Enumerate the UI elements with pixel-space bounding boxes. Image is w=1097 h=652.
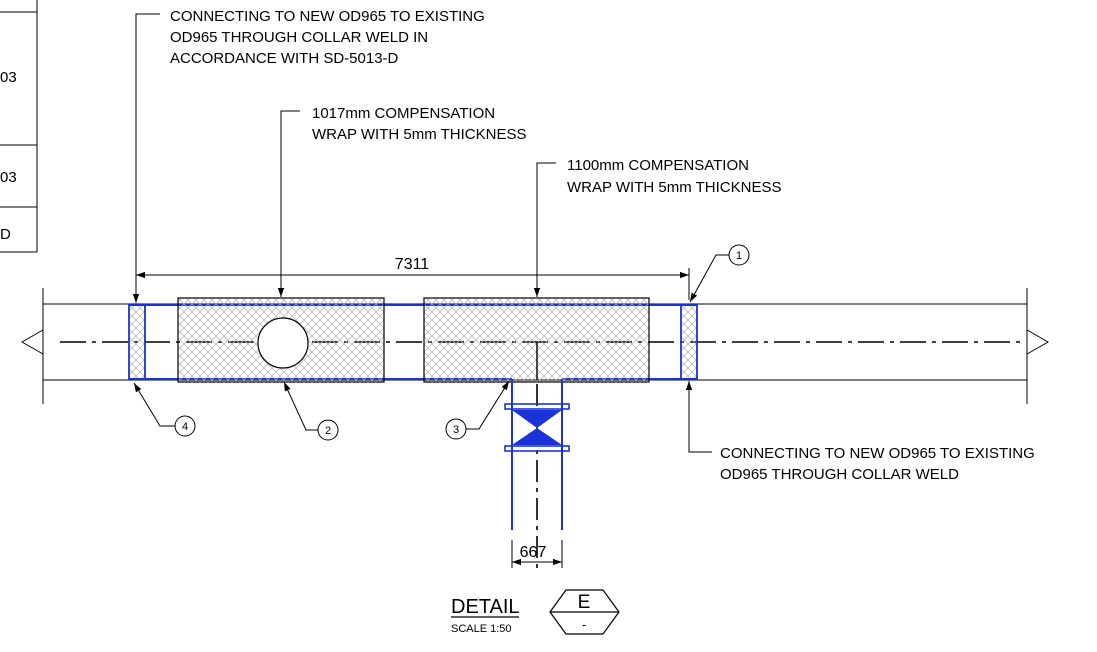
compensation-wrap-1017 [177, 297, 385, 383]
title-block-fragment: 03 03 D [0, 0, 38, 253]
balloon-1-label: 1 [736, 250, 742, 262]
note-bottom-collar-line-1: CONNECTING TO NEW OD965 TO EXISTING [720, 445, 1035, 462]
break-symbol-left [20, 329, 44, 355]
break-symbol-right [1026, 329, 1050, 355]
compensation-wrap-1100 [423, 297, 650, 383]
collar-right [680, 304, 698, 380]
note-top-collar-line-1: CONNECTING TO NEW OD965 TO EXISTING [170, 8, 485, 25]
dimension-branch-value: 667 [520, 544, 547, 561]
dimension-overall-value: 7311 [395, 256, 430, 273]
leader-wrap-1100: 1100mm COMPENSATION WRAP WITH 5mm THICKN… [533, 157, 781, 297]
balloon-3: 3 [445, 380, 510, 440]
note-wrap-1017-line-1: 1017mm COMPENSATION [312, 105, 495, 122]
leader-bottom-collar: CONNECTING TO NEW OD965 TO EXISTING OD96… [685, 381, 1035, 483]
note-wrap-1100-line-2: WRAP WITH 5mm THICKNESS [567, 179, 781, 196]
balloon-2-label: 2 [325, 425, 331, 437]
detail-sheet: - [582, 617, 586, 632]
branch-pipe [511, 379, 563, 570]
balloon-4-label: 4 [182, 421, 188, 433]
note-bottom-collar-line-2: OD965 THROUGH COLLAR WELD [720, 466, 959, 483]
title-block-cell-1: 03 [0, 69, 17, 86]
balloon-4: 4 [133, 382, 196, 437]
balloon-3-label: 3 [453, 424, 459, 436]
leader-top-collar: CONNECTING TO NEW OD965 TO EXISTING OD96… [132, 8, 485, 303]
note-top-collar-line-3: ACCORDANCE WITH SD-5013-D [170, 50, 399, 67]
note-wrap-1017-line-2: WRAP WITH 5mm THICKNESS [312, 126, 526, 143]
detail-label: DETAIL SCALE 1:50 E - [451, 589, 620, 635]
dimension-overall: 7311 [135, 256, 690, 300]
gate-valve [504, 403, 570, 452]
detail-letter: E [578, 592, 591, 613]
note-top-collar-line-2: OD965 THROUGH COLLAR WELD IN [170, 29, 428, 46]
note-wrap-1100-line-1: 1100mm COMPENSATION [567, 157, 749, 174]
balloon-1: 1 [689, 244, 750, 303]
title-block-cell-2: 03 [0, 169, 17, 186]
detail-title: DETAIL [451, 596, 520, 618]
title-block-cell-3: D [0, 226, 11, 243]
balloon-2: 2 [283, 381, 339, 441]
detail-scale: SCALE 1:50 [451, 623, 512, 635]
dimension-branch: 667 [511, 540, 563, 568]
collar-left [128, 304, 146, 380]
leader-wrap-1017: 1017mm COMPENSATION WRAP WITH 5mm THICKN… [277, 105, 526, 297]
nozzle-circle [257, 317, 309, 369]
